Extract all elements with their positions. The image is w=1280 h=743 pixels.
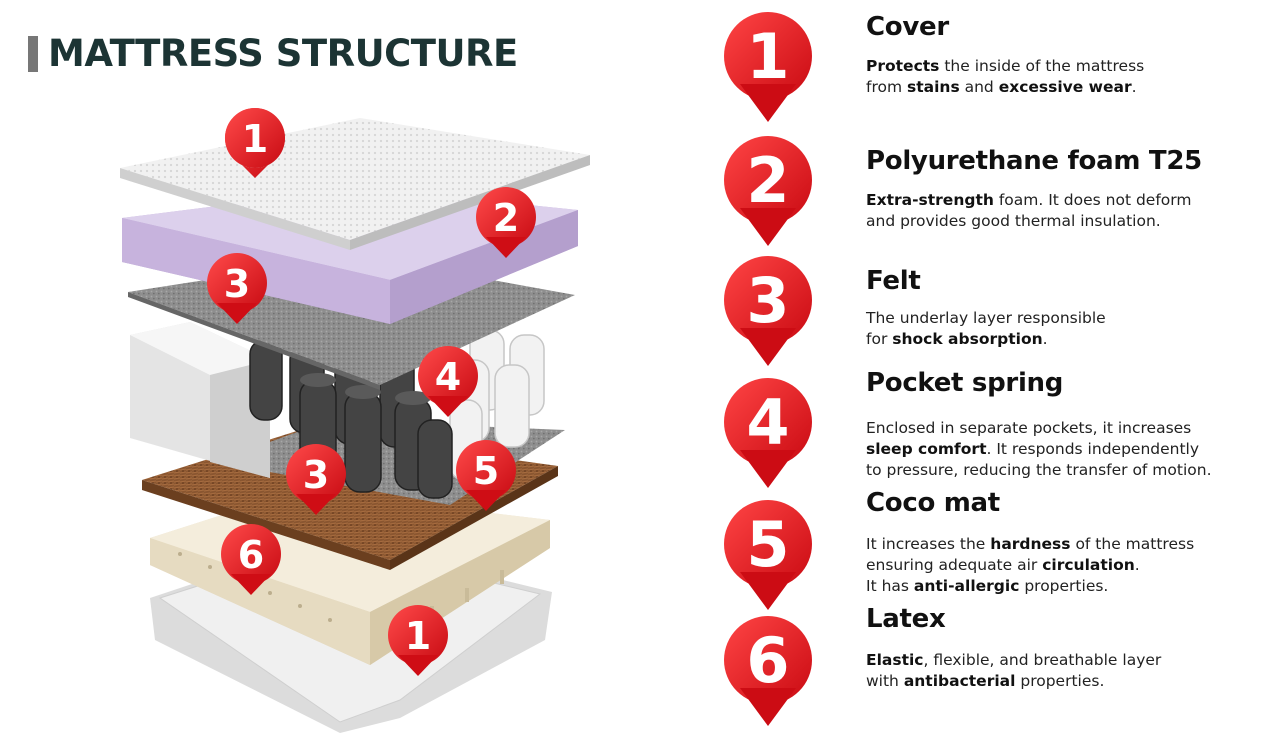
marker-1-bottom: 1 bbox=[388, 605, 448, 676]
svg-text:5: 5 bbox=[473, 449, 499, 493]
emphasis-text: stains bbox=[907, 78, 960, 96]
svg-text:1: 1 bbox=[242, 117, 268, 161]
emphasis-text: anti-allergic bbox=[913, 577, 1020, 595]
number-3-pin-icon: 3 bbox=[724, 256, 812, 366]
legend-item-latex: 6 Latex Elastic, flexible, and breathabl… bbox=[720, 604, 1280, 732]
layer-name: Pocket spring bbox=[866, 368, 1064, 398]
pocket-springs bbox=[249, 329, 545, 499]
svg-text:1: 1 bbox=[746, 20, 789, 93]
svg-text:3: 3 bbox=[303, 453, 329, 497]
svg-text:2: 2 bbox=[746, 144, 789, 217]
svg-text:4: 4 bbox=[435, 355, 461, 399]
svg-text:5: 5 bbox=[746, 508, 789, 581]
emphasis-text: sleep comfort bbox=[866, 440, 987, 458]
layer-name: Felt bbox=[866, 266, 921, 296]
svg-text:1: 1 bbox=[405, 614, 431, 658]
emphasis-text: Extra-strength bbox=[866, 191, 994, 209]
layer-name: Coco mat bbox=[866, 488, 1000, 518]
mattress-exploded-illustration: 1 2 3 4 3 5 6 1 bbox=[120, 108, 590, 733]
emphasis-text: hardness bbox=[990, 535, 1071, 553]
svg-text:4: 4 bbox=[746, 386, 789, 459]
emphasis-text: circulation bbox=[1042, 556, 1135, 574]
marker-1-top: 1 bbox=[224, 108, 285, 178]
layer-name: Cover bbox=[866, 12, 949, 42]
emphasis-text: antibacterial bbox=[903, 672, 1016, 690]
marker-4: 4 bbox=[418, 346, 478, 417]
legend-item-coco-mat: 5 Coco mat It increases the hardness of … bbox=[720, 488, 1280, 616]
layer-name: Latex bbox=[866, 604, 946, 634]
page-title-wrap: MATTRESS STRUCTURE bbox=[28, 32, 518, 75]
svg-text:6: 6 bbox=[746, 624, 789, 697]
emphasis-text: Elastic bbox=[866, 651, 924, 669]
svg-text:3: 3 bbox=[224, 262, 250, 306]
svg-text:2: 2 bbox=[493, 196, 519, 240]
marker-2: 2 bbox=[476, 187, 536, 258]
marker-6: 6 bbox=[221, 524, 281, 595]
legend-item-pocket-spring: 4 Pocket spring Enclosed in separate poc… bbox=[720, 368, 1280, 494]
svg-text:3: 3 bbox=[746, 264, 789, 337]
emphasis-text: excessive wear bbox=[998, 78, 1132, 96]
page-title: MATTRESS STRUCTURE bbox=[48, 32, 518, 75]
emphasis-text: shock absorption bbox=[892, 330, 1043, 348]
number-2-pin-icon: 2 bbox=[724, 136, 812, 246]
layer-description: Enclosed in separate pockets, it increas… bbox=[866, 419, 1212, 479]
number-1-pin-icon: 1 bbox=[724, 12, 812, 122]
marker-3-upper: 3 bbox=[207, 253, 267, 324]
emphasis-text: Protects bbox=[866, 57, 940, 75]
legend-item-cover: 1 Cover Protects the inside of the mattr… bbox=[720, 8, 1280, 128]
svg-text:6: 6 bbox=[238, 533, 264, 577]
title-accent-bar bbox=[28, 35, 38, 72]
marker-3-lower: 3 bbox=[286, 444, 346, 515]
marker-5: 5 bbox=[456, 440, 516, 511]
number-4-pin-icon: 4 bbox=[724, 378, 812, 488]
layer-description: It increases the hardness of the mattres… bbox=[866, 535, 1195, 595]
legend-item-polyurethane-foam: 2 Polyurethane foam T25 Extra-strength f… bbox=[720, 132, 1280, 252]
foam-side-block bbox=[130, 322, 270, 478]
number-6-pin-icon: 6 bbox=[724, 616, 812, 726]
layer-name: Polyurethane foam T25 bbox=[866, 146, 1202, 176]
number-5-pin-icon: 5 bbox=[724, 500, 812, 610]
